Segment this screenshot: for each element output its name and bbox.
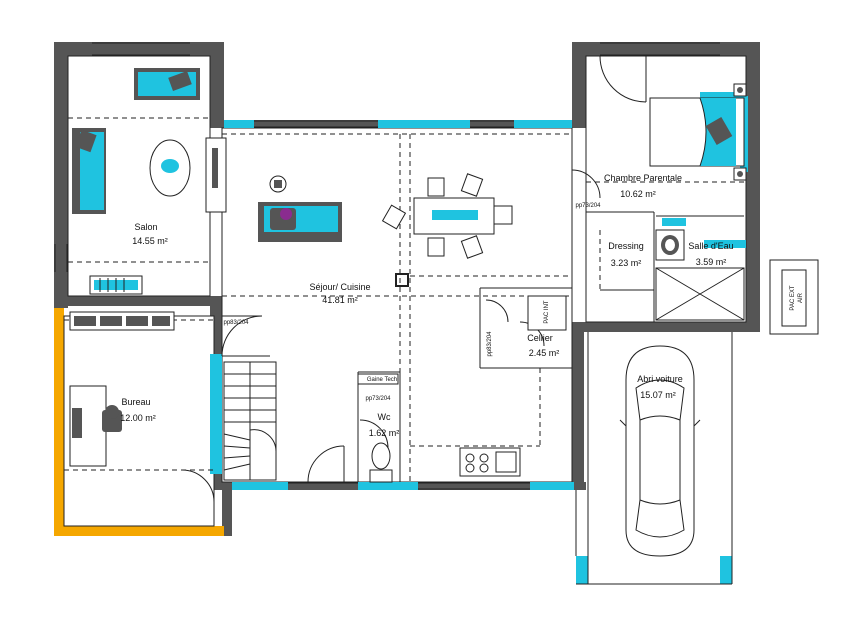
room-name-cellier: Cellier bbox=[527, 333, 553, 343]
glazing bbox=[210, 92, 748, 584]
dashed-lines bbox=[64, 117, 746, 482]
room-area-salle-eau: 3.59 m² bbox=[696, 257, 727, 267]
sink bbox=[655, 229, 685, 261]
room-area-abri: 15.07 m² bbox=[640, 390, 676, 400]
tv-unit bbox=[205, 137, 227, 213]
coffee-table bbox=[149, 139, 191, 197]
car bbox=[619, 345, 701, 557]
room-name-sejour: Séjour/ Cuisine bbox=[309, 282, 370, 292]
sofa-left bbox=[72, 128, 106, 214]
room-name-salon: Salon bbox=[134, 222, 157, 232]
carport bbox=[575, 332, 733, 585]
room-area-chambre: 10.62 m² bbox=[620, 189, 656, 199]
room-area-dressing: 3.23 m² bbox=[611, 258, 642, 268]
doors bbox=[181, 55, 647, 503]
room-name-chambre: Chambre Parentale bbox=[604, 173, 682, 183]
room-area-sejour: 41.81 m² bbox=[322, 295, 358, 305]
cellier-equipment bbox=[357, 273, 567, 385]
room-area-bureau: 12.00 m² bbox=[120, 413, 156, 423]
gaine-tech-label: Gaine Tech bbox=[367, 377, 397, 383]
room-name-abri: Abri voiture bbox=[637, 374, 683, 384]
room-name-dressing: Dressing bbox=[608, 241, 644, 251]
pouf bbox=[269, 175, 287, 193]
room-name-wc: Wc bbox=[378, 412, 391, 422]
shower bbox=[655, 267, 745, 321]
staircase bbox=[223, 361, 277, 481]
desk bbox=[69, 385, 122, 467]
pac-int-label: PAC INT bbox=[544, 300, 550, 324]
bookshelf-salon bbox=[89, 275, 143, 295]
partitions bbox=[222, 128, 655, 482]
kitchen-counter bbox=[459, 447, 521, 477]
pac-exterior bbox=[769, 259, 819, 335]
bed bbox=[649, 83, 747, 181]
dining-table bbox=[381, 173, 513, 259]
pac-ext-label: PAC EXT bbox=[790, 285, 796, 311]
room-name-bureau: Bureau bbox=[121, 397, 150, 407]
window-sashes bbox=[54, 42, 720, 490]
sofa-top bbox=[134, 68, 200, 100]
room-area-wc: 1.62 m² bbox=[369, 428, 400, 438]
door-tag-wc: pp73/204 bbox=[365, 396, 391, 402]
door-tag-cellier: pp83/204 bbox=[487, 331, 493, 357]
door-tag-dressing: pp73/204 bbox=[575, 203, 601, 209]
room-name-salle-eau: Salle d'Eau bbox=[688, 241, 733, 251]
door-tag-salon: pp83/204 bbox=[223, 320, 249, 326]
toilet bbox=[369, 442, 393, 483]
room-area-cellier: 2.45 m² bbox=[529, 348, 560, 358]
air-label: AIR bbox=[798, 292, 804, 303]
bureau-shelves bbox=[69, 311, 175, 331]
sejour-sofa bbox=[258, 202, 342, 242]
room-area-salon: 14.55 m² bbox=[132, 236, 168, 246]
bureau-walls bbox=[54, 308, 224, 536]
